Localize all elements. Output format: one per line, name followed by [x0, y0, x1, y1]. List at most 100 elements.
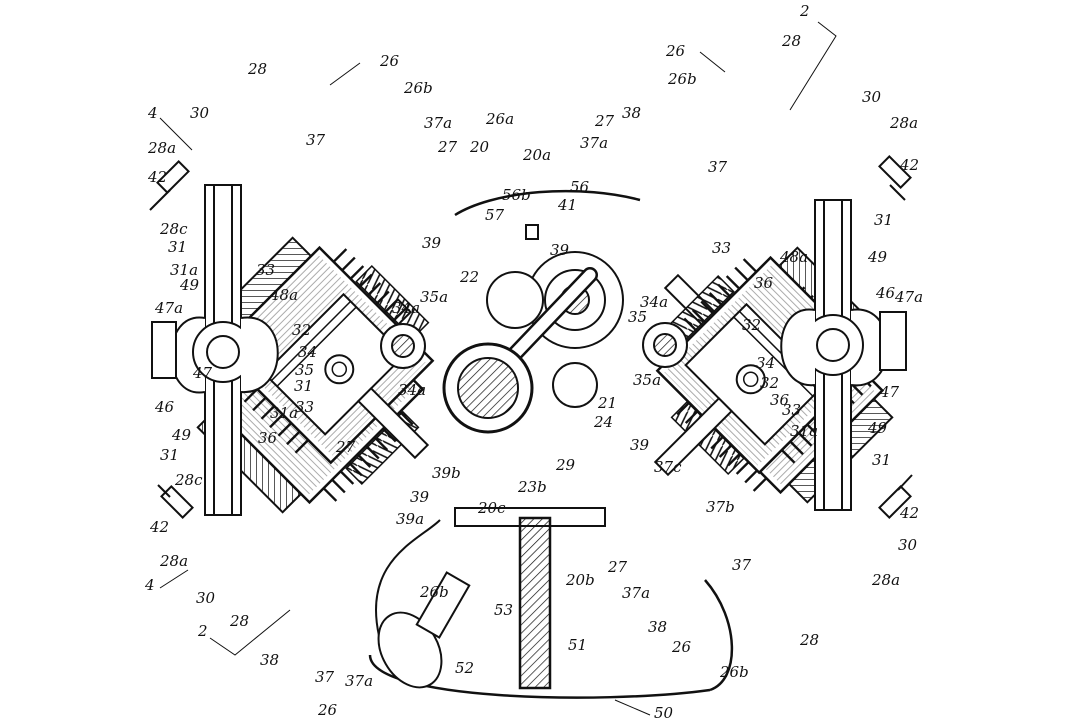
label-26: 26 — [671, 638, 692, 656]
label-31: 31 — [168, 238, 187, 256]
label-51: 51 — [568, 636, 587, 654]
label-39: 39 — [630, 436, 650, 454]
label-33: 33 — [295, 398, 314, 416]
label-26b: 26b — [667, 70, 697, 88]
label-39: 39 — [410, 488, 430, 506]
label-31: 31 — [872, 451, 891, 469]
label-37a: 37a — [622, 584, 650, 602]
label-20a: 20a — [522, 146, 551, 164]
label-31a: 31a — [270, 404, 298, 422]
label-2: 2 — [197, 622, 208, 640]
label-37a: 37a — [345, 672, 373, 690]
label-49: 49 — [179, 276, 200, 294]
label-42: 42 — [149, 518, 169, 536]
label-50: 50 — [654, 704, 674, 720]
label-30: 30 — [196, 589, 216, 607]
label-34: 34 — [298, 343, 317, 361]
label-38: 38 — [260, 651, 279, 669]
label-20: 20 — [469, 138, 490, 156]
spark-plug-tr-icon — [878, 155, 912, 201]
label-21: 21 — [597, 394, 617, 412]
label-36: 36 — [258, 429, 278, 447]
crank-mechanism — [380, 189, 688, 434]
label-28a: 28a — [147, 139, 176, 157]
label-33: 33 — [782, 401, 801, 419]
label-48a: 48a — [269, 286, 298, 304]
label-27: 27 — [594, 112, 615, 130]
label-41: 41 — [557, 196, 577, 214]
label-46: 46 — [875, 284, 896, 302]
label-34: 34 — [756, 354, 775, 372]
label-36: 36 — [770, 391, 790, 409]
label-38: 38 — [648, 618, 667, 636]
label-28c: 28c — [159, 220, 188, 238]
label-37: 37 — [315, 668, 335, 686]
label-37a: 37a — [424, 114, 452, 132]
label-28c: 28c — [174, 471, 203, 489]
label-34a: 34a — [398, 381, 426, 399]
label-53: 53 — [494, 601, 513, 619]
label-35a: 35a — [420, 288, 448, 306]
label-27: 27 — [607, 558, 628, 576]
label-42: 42 — [899, 504, 919, 522]
label-33: 33 — [712, 239, 731, 257]
label-31: 31 — [294, 377, 313, 395]
label-32: 32 — [292, 321, 311, 339]
label-26: 26 — [317, 701, 338, 719]
label-47a: 47a — [154, 299, 183, 317]
label-47: 47 — [879, 383, 900, 401]
label-29: 29 — [555, 456, 576, 474]
manifold-right — [780, 199, 907, 511]
label-48a: 48a — [779, 248, 808, 266]
label-20c: 20c — [477, 499, 506, 517]
label-28: 28 — [247, 60, 267, 78]
label-35: 35 — [628, 308, 647, 326]
label-22: 22 — [459, 268, 479, 286]
spark-plug-tl-icon — [149, 160, 190, 211]
lower-actuator — [368, 507, 734, 699]
label-31: 31 — [160, 446, 179, 464]
label-28: 28 — [781, 32, 801, 50]
label-26b: 26b — [719, 663, 749, 681]
label-56b: 56b — [502, 186, 531, 204]
label-31a: 31a — [790, 422, 818, 440]
label-28a: 28a — [871, 571, 900, 589]
label-30: 30 — [898, 536, 918, 554]
label-57: 57 — [485, 206, 505, 224]
label-24: 24 — [593, 413, 613, 431]
label-23b: 23b — [517, 478, 547, 496]
actuator-rod-51 — [518, 516, 552, 690]
label-47a: 47a — [894, 288, 923, 306]
label-37b: 37b — [706, 498, 735, 516]
spark-plug-bl-icon — [157, 484, 194, 519]
label-39: 39 — [422, 234, 442, 252]
label-27: 27 — [437, 138, 458, 156]
label-37c: 37c — [654, 458, 682, 476]
label-42: 42 — [147, 168, 167, 186]
label-36: 36 — [754, 274, 774, 292]
connecting-rod-bottom-left — [356, 386, 430, 460]
label-26b: 26b — [419, 583, 449, 601]
label-34a: 34a — [392, 299, 420, 317]
spark-plug-br-icon — [878, 474, 913, 519]
label-39b: 39b — [432, 464, 461, 482]
label-4: 4 — [144, 576, 155, 594]
label-33: 33 — [256, 261, 275, 279]
label-38: 38 — [622, 104, 641, 122]
label-26a: 26a — [485, 110, 514, 128]
label-35: 35 — [295, 361, 314, 379]
connecting-rod-bottom-right — [653, 396, 734, 477]
leader-lines — [159, 21, 837, 716]
label-28: 28 — [799, 631, 819, 649]
reference-numerals: 2 2 4 4 20 20a 20b 20c 21 22 23b 24 26 2… — [144, 2, 923, 720]
label-34a: 34a — [640, 293, 668, 311]
label-47: 47 — [192, 364, 213, 382]
label-37: 37 — [732, 556, 752, 574]
spark-plug-icons — [149, 155, 913, 519]
label-4: 4 — [147, 104, 158, 122]
label-26b: 26b — [403, 79, 433, 97]
label-27: 27 — [335, 438, 356, 456]
label-26: 26 — [665, 42, 686, 60]
label-56: 56 — [570, 178, 590, 196]
